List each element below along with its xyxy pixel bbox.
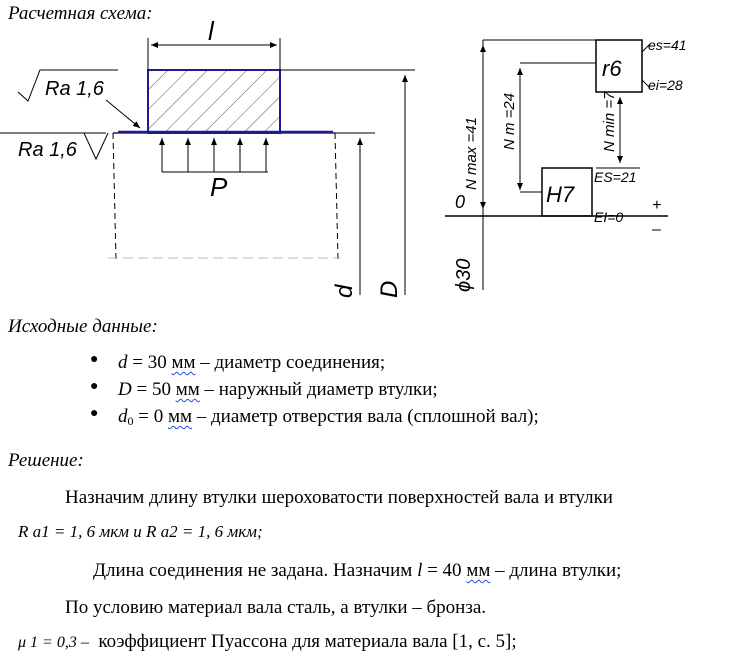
roughness-left-label: Ra 1,6: [18, 139, 78, 161]
minus-sign: –: [651, 221, 661, 238]
roughness-top-label: Ra 1,6: [45, 78, 105, 100]
diameter-dimensions: [280, 69, 415, 295]
length-label: l: [208, 16, 215, 46]
list-item: ● d0 = 0 мм – диаметр отверстия вала (сп…: [90, 406, 539, 428]
es-label: es=41: [648, 37, 687, 53]
zero-line-label: 0: [455, 192, 465, 212]
nm-label: N m =24: [501, 93, 518, 150]
solution-paragraph-3: По условию материал вала сталь, а втулки…: [65, 597, 487, 618]
roughness-top: [17, 69, 141, 129]
solution-paragraph-2: Длина соединения не задана. Назначим l =…: [93, 560, 622, 581]
solution-paragraph-1: Назначим длину втулки шероховатости пове…: [65, 487, 613, 508]
bushing: [118, 69, 333, 134]
outer-diameter-label: D: [376, 281, 403, 298]
roughness-left: [0, 132, 109, 161]
list-item: ● D = 50 мм – наружный диаметр втулки;: [90, 379, 438, 400]
shaft-tolerance-field: [595, 39, 643, 93]
inner-diameter-label: d: [331, 284, 358, 298]
nmin-label: N min =7: [601, 91, 618, 152]
bullet-icon: ●: [90, 352, 99, 367]
solution-heading: Решение:: [8, 450, 84, 471]
EI-label: EI=0: [594, 209, 623, 225]
initial-data-heading: Исходные данные:: [8, 316, 158, 337]
plus-sign: +: [652, 197, 661, 214]
solution-roughness-values: R a1 = 1, 6 мкм и R a2 = 1, 6 мкм;: [18, 522, 263, 541]
hole-field-label: H7: [546, 182, 575, 207]
tolerance-diagram: [445, 39, 668, 290]
shaft-field-label: r6: [602, 56, 622, 81]
bullet-icon: ●: [90, 406, 99, 421]
nominal-size-label: ϕ30: [453, 259, 475, 292]
ei-label: ei=28: [648, 77, 683, 93]
bullet-icon: ●: [90, 379, 99, 394]
pressure-label: P: [210, 172, 228, 202]
nmax-label: N max =41: [463, 117, 480, 190]
list-item: ● d = 30 мм – диаметр соединения;: [90, 352, 386, 373]
length-dimension: [147, 38, 281, 70]
calculation-scheme-drawing: l Ra 1,6 Ra 1,6 P d D: [0, 16, 687, 298]
scheme-heading: Расчетная схема:: [8, 3, 153, 24]
solution-paragraph-4: μ 1 = 0,3 – коэффициент Пуассона для мат…: [18, 631, 517, 652]
hole-tolerance-field: [541, 167, 593, 217]
ES-label: ES=21: [594, 169, 636, 185]
pressure-arrows: [159, 138, 269, 173]
